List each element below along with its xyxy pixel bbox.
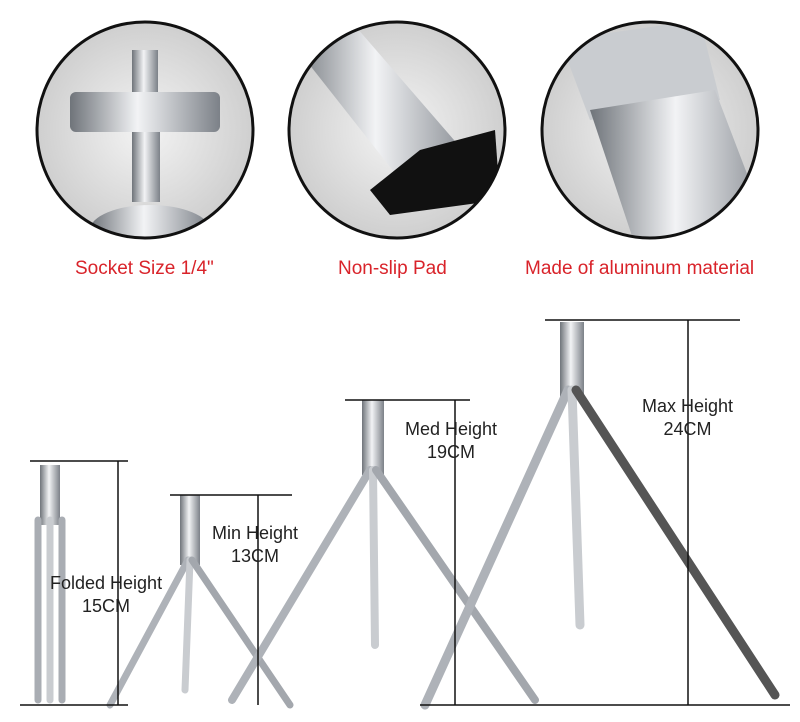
height-name: Med Height bbox=[405, 419, 498, 439]
pad-caption: Non-slip Pad bbox=[338, 258, 447, 279]
height-value: 15CM bbox=[82, 596, 131, 616]
med-height-label: Med Height 19CM bbox=[405, 418, 497, 464]
height-value: 19CM bbox=[427, 442, 476, 462]
folded-height-label: Folded Height 15CM bbox=[50, 572, 162, 618]
height-value: 13CM bbox=[231, 546, 280, 566]
height-name: Max Height bbox=[642, 396, 734, 416]
material-caption: Made of aluminum material bbox=[525, 258, 755, 279]
height-name: Folded Height bbox=[50, 573, 163, 593]
min-height-label: Min Height 13CM bbox=[212, 522, 298, 568]
pad-closeup bbox=[287, 20, 507, 240]
socket-caption: Socket Size 1/4" bbox=[75, 258, 214, 279]
max-height-label: Max Height 24CM bbox=[642, 395, 733, 441]
tripods bbox=[34, 322, 780, 710]
aluminum-closeup bbox=[540, 20, 760, 240]
height-value: 24CM bbox=[663, 419, 712, 439]
height-name: Min Height bbox=[212, 523, 299, 543]
socket-closeup bbox=[35, 20, 255, 240]
dimension-lines bbox=[20, 319, 790, 706]
